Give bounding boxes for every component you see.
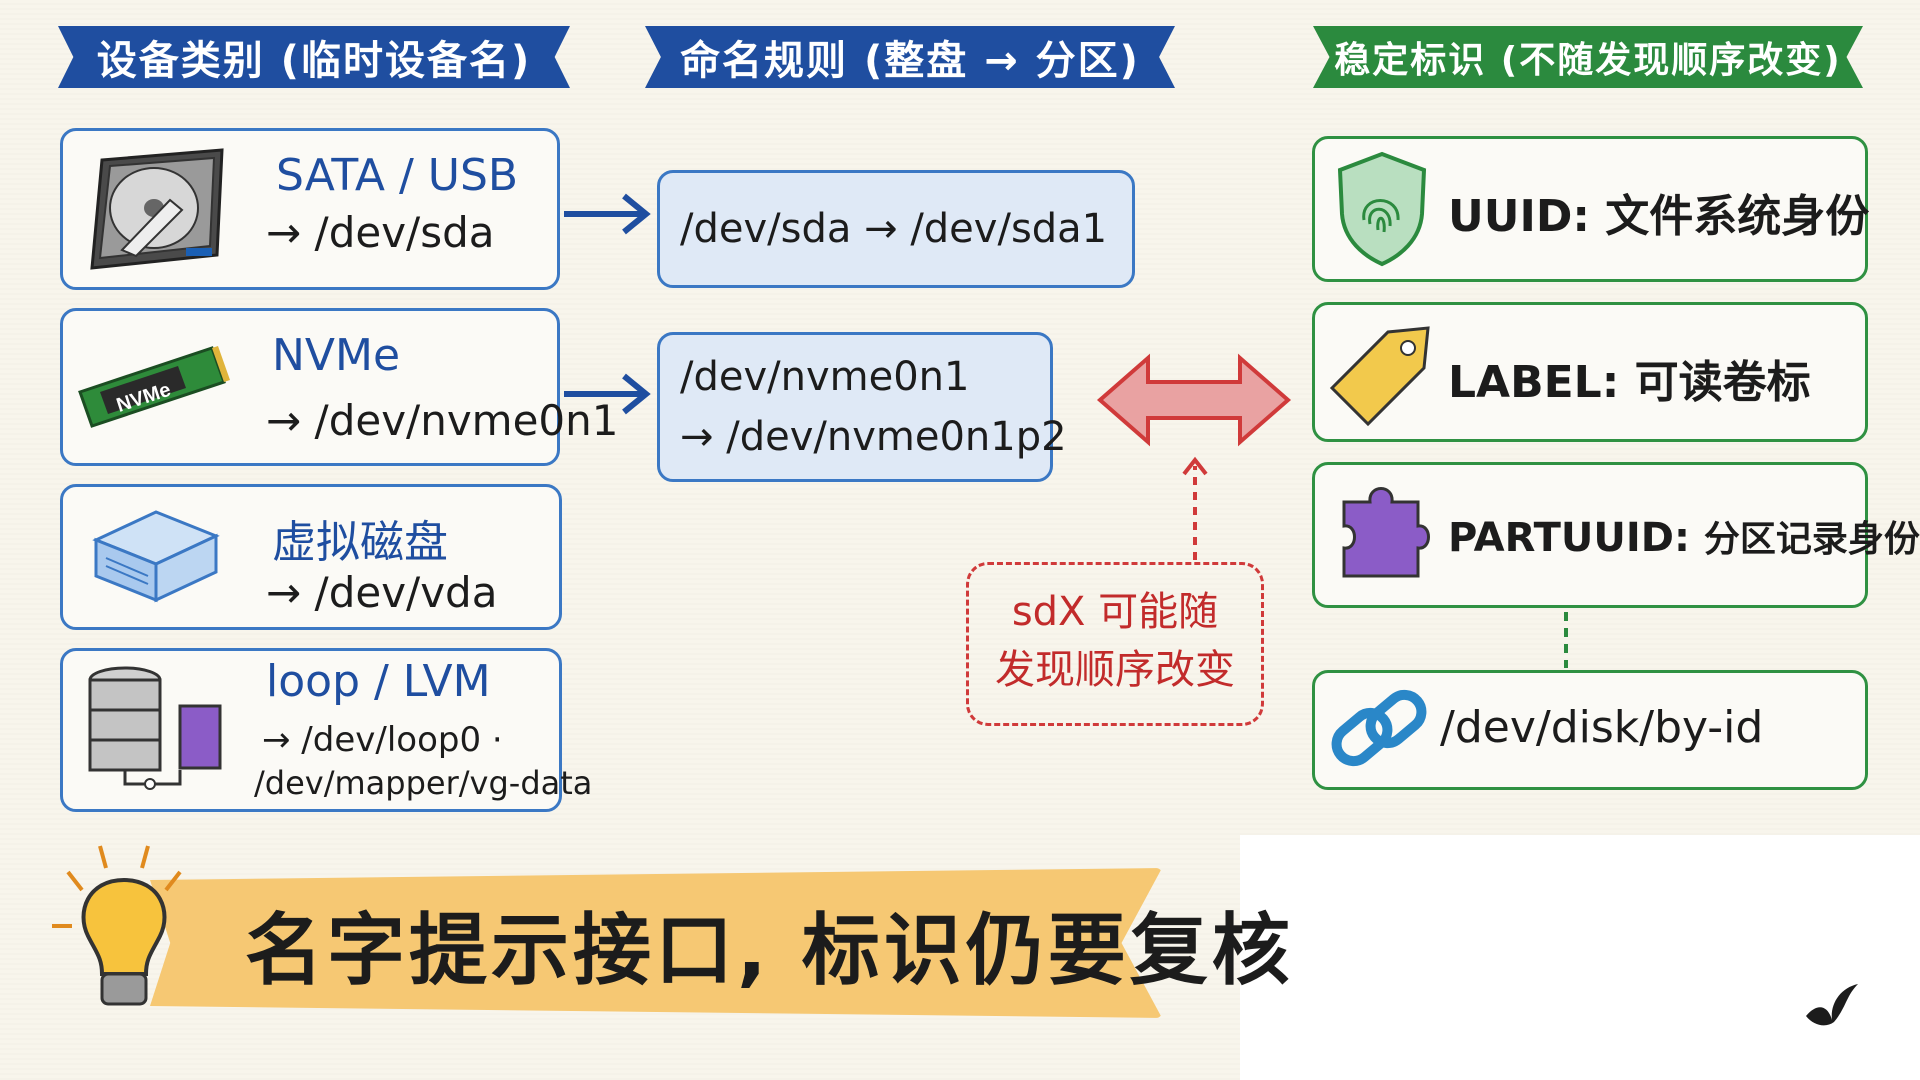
- stable-key-by-id: /dev/disk/by-id: [1440, 702, 1764, 753]
- stable-sep-label: :: [1601, 357, 1620, 408]
- device-type-virtual: 虚拟磁盘: [272, 517, 448, 568]
- route-box-sda: [657, 170, 1135, 288]
- tag-icon: [1329, 326, 1430, 427]
- stable-key-uuid: UUID: [1448, 191, 1573, 242]
- device-type-nvme: NVMe: [272, 330, 401, 381]
- database-icon: [88, 666, 222, 790]
- stable-key-label: LABEL: [1448, 357, 1602, 408]
- warning-line-1: sdX 可能随: [1011, 589, 1219, 635]
- warning-note: sdX 可能随 发现顺序改变: [966, 562, 1264, 726]
- double-arrow-icon: [1096, 353, 1292, 447]
- stable-desc-partuuid: 分区记录身份: [1703, 519, 1920, 560]
- stable-desc-label: 可读卷标: [1634, 357, 1811, 408]
- stable-sep-uuid: :: [1572, 191, 1590, 242]
- stable-sep-partuuid: :: [1673, 515, 1690, 561]
- header-device-category-label: 设备类别 (临时设备名): [96, 38, 532, 84]
- arrow-right-icon: [564, 193, 651, 235]
- device-type-loop-lvm: loop / LVM: [266, 656, 491, 707]
- header-stable-id-label: 稳定标识 (不随发现顺序改变): [1334, 40, 1842, 81]
- route-box-nvme: [657, 332, 1053, 482]
- device-name-nvme: → /dev/nvme0n1: [266, 396, 619, 445]
- device-name-lvm: /dev/mapper/vg-data: [254, 764, 593, 802]
- warning-line-2: 发现顺序改变: [995, 647, 1235, 693]
- route-nvme-partition: → /dev/nvme0n1p2: [680, 414, 1067, 460]
- summary-banner: [150, 868, 1162, 1018]
- summary-text: 名字提示接口, 标识仍要复核: [245, 906, 1294, 996]
- virtual-disk-icon: [92, 510, 220, 603]
- butterfly-logo-icon: [1806, 984, 1858, 1026]
- lightbulb-icon: [52, 845, 182, 1006]
- device-name-loop: → /dev/loop0 ·: [262, 720, 503, 760]
- arrow-right-icon: [564, 373, 651, 415]
- stable-desc-uuid: 文件系统身份: [1605, 191, 1870, 242]
- device-type-sata: SATA / USB: [276, 150, 519, 201]
- stable-id-partuuid: PARTUUID: 分区记录身份: [1448, 510, 1920, 562]
- blank-area: [1240, 835, 1920, 1080]
- puzzle-icon: [1342, 487, 1430, 578]
- dashed-arrow-up-icon: [1182, 456, 1208, 560]
- hard-drive-icon: [90, 148, 224, 270]
- header-device-category: 设备类别 (临时设备名): [58, 26, 570, 88]
- dashed-connector: [1564, 612, 1568, 668]
- device-name-virtual: → /dev/vda: [266, 568, 498, 617]
- stable-id-uuid: UUID: 文件系统身份: [1448, 180, 1869, 244]
- header-stable-id: 稳定标识 (不随发现顺序改变): [1313, 26, 1863, 88]
- stable-key-partuuid: PARTUUID: [1448, 515, 1674, 561]
- device-box-nvme: [60, 308, 560, 466]
- route-nvme-disk: /dev/nvme0n1: [680, 354, 970, 400]
- device-name-sata: → /dev/sda: [266, 208, 495, 257]
- route-sda: /dev/sda → /dev/sda1: [680, 206, 1108, 252]
- stable-id-label: LABEL: 可读卷标: [1448, 346, 1811, 410]
- header-naming-rule: 命名规则 (整盘 → 分区): [645, 26, 1175, 88]
- header-naming-rule-label: 命名规则 (整盘 → 分区): [680, 38, 1140, 84]
- stable-id-by-id: /dev/disk/by-id: [1440, 702, 1763, 753]
- fingerprint-shield-icon: [1337, 151, 1427, 267]
- link-icon: [1331, 689, 1427, 767]
- nvme-ssd-icon: NVMe: [78, 346, 230, 428]
